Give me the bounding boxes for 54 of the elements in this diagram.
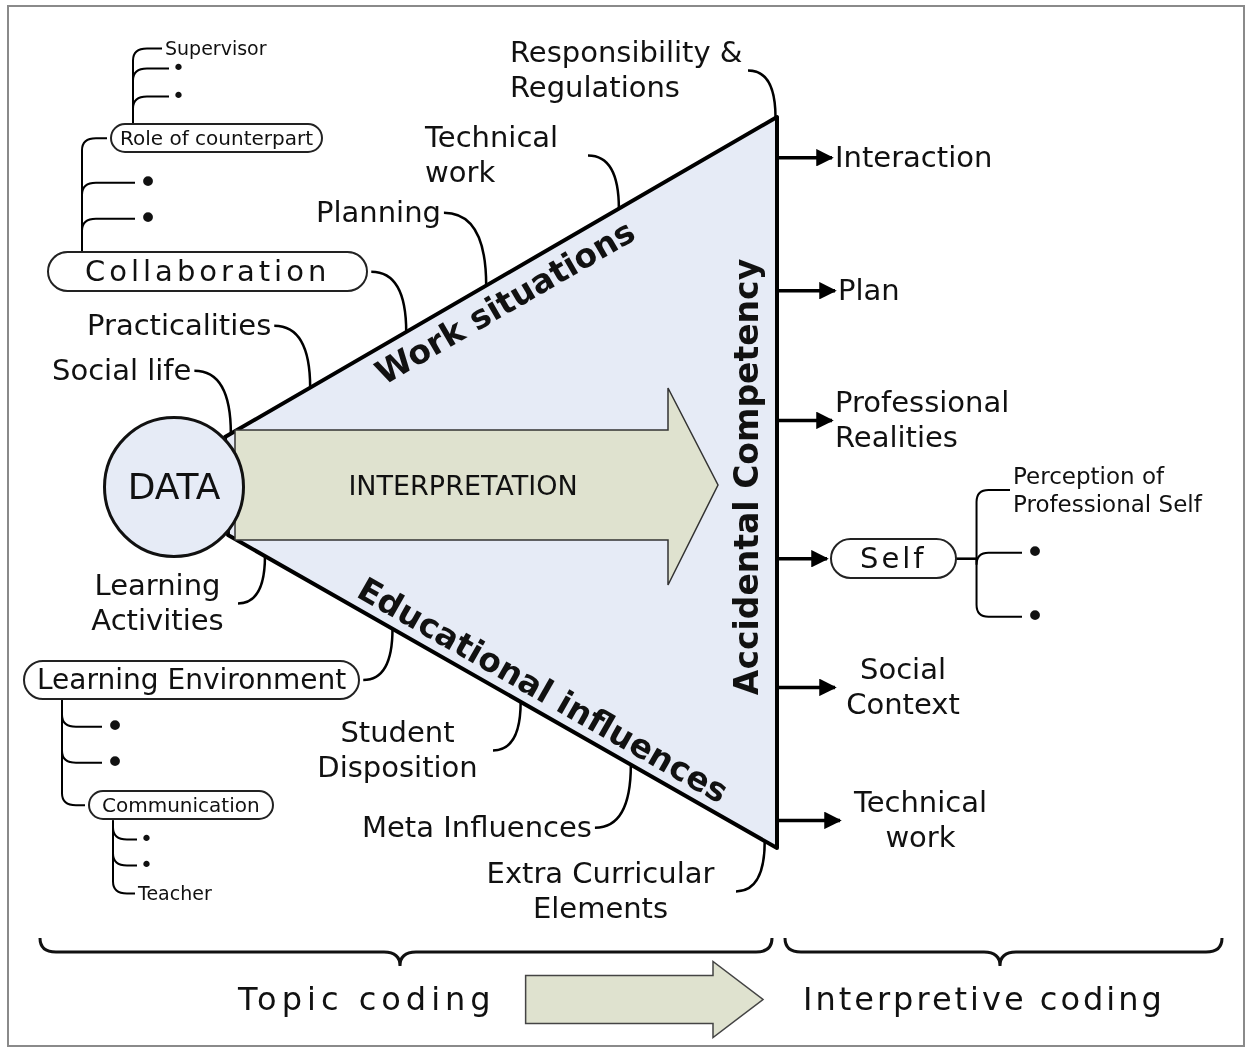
leader-line [594,764,633,829]
outcome-label: Interaction [835,140,993,176]
category-pill: Self [830,538,957,580]
leader-line [237,556,267,605]
stage-label: Interpretive coding [803,980,1165,1020]
block-arrow [524,960,765,1040]
bullet: • [140,826,153,853]
topic-label: Extra Curricular Elements [468,856,733,927]
leader-line [274,324,312,388]
category-pill: Communication [88,790,274,821]
bullet: • [172,83,185,110]
bullet: • [1025,532,1046,574]
outcome-label: Professional Realities [835,385,1035,456]
leader-line [363,628,394,682]
topic-label: Meta Influences [362,810,592,846]
topic-label: Student Disposition [305,715,490,786]
bullet: • [140,852,153,879]
node-circle: DATA [103,416,245,558]
arrow [777,678,837,697]
outcome-label: Social Context [838,652,968,723]
leader-line [587,154,621,209]
tree-line [112,819,136,895]
category-pill: Role of counterpart [110,123,324,154]
topic-label: Planning [316,195,441,231]
leader-line [747,69,777,118]
arrow [777,549,829,568]
arrow-label: INTERPRETATION [348,469,578,501]
leader-line [194,369,233,434]
arrow [777,148,834,167]
arrow [777,411,834,430]
topic-label: Practicalities [87,308,272,344]
bullet: • [1025,596,1046,638]
topic-label: Learning Activities [80,568,235,639]
side-label: Accidental Competency [726,258,766,696]
leader-line [371,270,408,332]
outcome-label: Technical work [843,785,998,856]
tree-line [955,557,1023,618]
stage-label: Topic coding [238,980,496,1020]
topic-label: Technical work [425,120,585,191]
arrow [777,281,837,300]
leader-line [735,840,766,893]
category-pill: Collaboration [47,251,369,293]
arrow [777,811,842,830]
branch-label: Perception of Professional Self [1013,462,1245,519]
outcome-label: Plan [838,273,900,309]
branch-label: Teacher [138,882,212,906]
tree-line [132,95,170,124]
tree-line [61,699,86,807]
category-pill: Learning Environment [23,660,361,701]
leader-line [443,211,488,286]
topic-label: Social life [52,353,192,389]
tree-line [81,217,136,252]
topic-label: Responsibility & Regulations [510,35,745,106]
leader-line [492,701,522,752]
